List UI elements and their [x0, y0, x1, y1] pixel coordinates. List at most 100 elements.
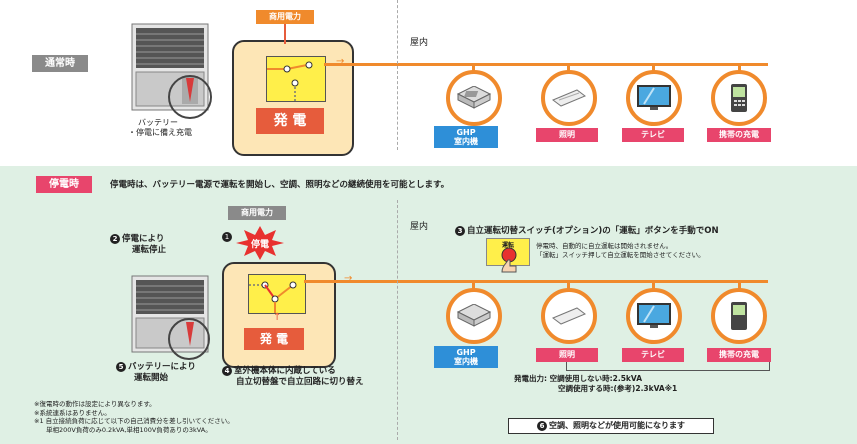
step6-text: 空調、照明などが使用可能になります: [549, 421, 685, 430]
footnotes: ※復電時の動作は設定により異なります。 ※系統連系はありません。 ※1 自立接続…: [34, 400, 234, 434]
outage-drop-4: [738, 280, 741, 290]
outage-wire-arrow: →: [344, 273, 353, 284]
wire-arrow: →: [336, 56, 345, 67]
mobile-phone-icon: [729, 300, 749, 336]
label-light: 照明: [536, 128, 598, 142]
outage-battery-ring: [168, 318, 210, 360]
label-ghp-line2: 室内機: [454, 137, 478, 146]
label-mobile: 携帯の充電: [707, 128, 771, 142]
blackout-text: 停電: [250, 240, 269, 250]
mobile-phone-icon: [729, 82, 749, 118]
indoor-divider: [397, 0, 398, 150]
tv-icon: [636, 84, 672, 116]
outage-label-ghp: GHP 室内機: [434, 346, 498, 368]
step5-line2: 運転開始: [134, 373, 169, 383]
output-label: 発電出力:: [514, 374, 547, 383]
grid-arrow: [284, 24, 286, 44]
outage-label-ghp-line2: 室内機: [454, 357, 478, 366]
device-mobile: [711, 70, 767, 126]
step3-number: 3: [455, 226, 465, 236]
step1-badge: 1: [222, 224, 234, 243]
ceiling-cassette-ac-icon: [456, 85, 492, 116]
step3-text: 自立運転切替スイッチ(オプション)の「運転」ボタンを手動でON: [467, 226, 719, 236]
normal-section: 通常時 バッテリー ・停電に備え充電 商用電力: [0, 0, 857, 160]
generator-block: 発 電: [256, 108, 324, 134]
battery-caption-line2: ・停電に備え充電: [128, 128, 192, 137]
outage-indoor-divider: [397, 200, 398, 440]
label-tv: テレビ: [622, 128, 684, 142]
device-ghp: [446, 70, 502, 126]
auto-note-line2: 「運転」スイッチ押して自立運転を開始させてください。: [536, 251, 705, 259]
outage-label-ghp-line1: GHP: [456, 348, 476, 357]
battery-caption: バッテリー ・停電に備え充電: [128, 118, 192, 138]
outage-label-light: 照明: [536, 348, 598, 362]
step2-line2: 運転停止: [132, 245, 167, 255]
label-ghp-line1: GHP: [456, 128, 476, 137]
switch-panel: [266, 56, 326, 102]
auto-note-line1: 停電時、自動的に自立運転は開始されません。: [536, 242, 673, 250]
outage-drop-2: [567, 280, 570, 290]
pressing-hand-icon: [500, 258, 518, 278]
footnote-4: 単相200V負荷のみ0.2kVA,単相100V負荷ありの3kVA。: [46, 425, 212, 434]
outage-device-light: [541, 288, 597, 344]
drop-3: [652, 63, 655, 73]
outage-drop-3: [652, 280, 655, 290]
step4-line2: 自立切替盤で自立回路に切り替え: [236, 377, 364, 387]
drop-2: [567, 63, 570, 73]
main-wire: [324, 63, 768, 66]
step2-number: 2: [110, 234, 120, 244]
ceiling-light-icon: [551, 88, 587, 114]
drop-4: [738, 63, 741, 73]
outage-indoor-label: 屋内: [410, 222, 429, 232]
footnote-3: ※1 自立接続負荷に応じて以下の自己消費分を差し引いてください。: [34, 417, 234, 425]
footnote-1: ※復電時の動作は設定により異なります。: [34, 400, 156, 408]
outage-headline: 停電時は、バッテリー電源で運転を開始し、空調、照明などの継続使用を可能とします。: [110, 180, 450, 190]
output-line2: 空調使用する時:(参考)2.3kVA※1: [558, 384, 678, 393]
label-ghp: GHP 室内機: [434, 126, 498, 148]
outage-device-ghp: [446, 288, 502, 344]
grid-power-tag: 商用電力: [256, 10, 314, 24]
outage-section-label: 停電時: [36, 176, 92, 193]
output-spec: 発電出力: 空調使用しない時:2.5kVA 空調使用する時:(参考)2.3kVA…: [514, 374, 677, 394]
outage-label-tv: テレビ: [622, 348, 684, 362]
step4-line1: 室外機本体に内蔵している: [234, 366, 336, 376]
step5-line1: バッテリーにより: [128, 362, 196, 372]
auto-note: 停電時、自動的に自立運転は開始されません。 「運転」スイッチ押して自立運転を開始…: [536, 242, 705, 260]
step1-number: 1: [222, 232, 232, 242]
outage-drop-1: [472, 280, 475, 290]
auto-switch-label: 運転: [501, 242, 514, 249]
outage-switchboard-callout: [222, 262, 336, 368]
drop-1: [472, 63, 475, 73]
ceiling-cassette-ac-icon: [456, 303, 492, 334]
battery-highlight-ring: [168, 75, 212, 119]
step4-number: 4: [222, 366, 232, 376]
battery-caption-line1: バッテリー: [138, 118, 178, 127]
outage-label-mobile: 携帯の充電: [707, 348, 771, 362]
outage-device-mobile: [711, 288, 767, 344]
outage-grid-power-tag: 商用電力: [228, 206, 286, 220]
ceiling-light-icon: [551, 306, 587, 332]
normal-section-label: 通常時: [32, 55, 88, 72]
outdoor-unit: [130, 22, 212, 112]
footnote-2: ※系統連系はありません。: [34, 408, 111, 417]
outage-section: 停電時 停電時は、バッテリー電源で運転を開始し、空調、照明などの継続使用を可能と…: [0, 166, 857, 444]
outage-device-tv: [626, 288, 682, 344]
outage-main-wire: [304, 280, 768, 283]
device-tv: [626, 70, 682, 126]
blackout-burst: 停電: [236, 226, 284, 260]
outage-generator-block: 発 電: [244, 328, 304, 350]
output-line1: 空調使用しない時:2.5kVA: [549, 374, 642, 383]
step5-number: 5: [116, 362, 126, 372]
step6-number: 6: [537, 421, 547, 431]
output-bracket: [566, 362, 770, 371]
outage-up-arrow: ↑: [273, 312, 282, 323]
indoor-label: 屋内: [410, 38, 429, 48]
outage-switch-panel: [248, 274, 306, 314]
device-light: [541, 70, 597, 126]
step2-line1: 停電により: [122, 234, 165, 244]
